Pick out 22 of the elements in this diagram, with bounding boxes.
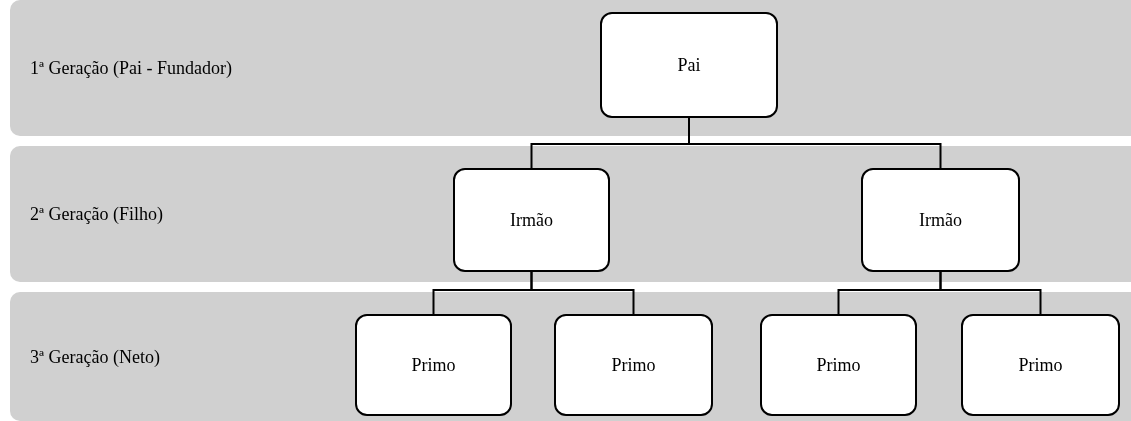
person-box: [760, 314, 917, 416]
person-box: [554, 314, 713, 416]
generation-label: 2ª Geração (Filho): [30, 203, 163, 225]
person-box: [961, 314, 1120, 416]
person-label: Primo: [411, 354, 456, 376]
person-label: Irmão: [510, 209, 553, 231]
generation-band: [10, 0, 1131, 136]
person-label: Primo: [1018, 354, 1063, 376]
generation-label: 1ª Geração (Pai - Fundador): [30, 57, 232, 79]
person-box: [600, 12, 778, 118]
person-box: [355, 314, 512, 416]
person-label: Pai: [677, 54, 701, 76]
person-label: Primo: [816, 354, 861, 376]
person-label: Irmão: [919, 209, 962, 231]
connector-line: [530, 271, 635, 315]
generation-band: [10, 292, 1131, 421]
person-box: [453, 168, 610, 272]
generation-label: 3ª Geração (Neto): [30, 346, 160, 367]
person-box: [861, 168, 1020, 272]
connector-line: [939, 271, 1042, 315]
generation-band: [10, 146, 1131, 282]
person-label: Primo: [611, 354, 656, 376]
